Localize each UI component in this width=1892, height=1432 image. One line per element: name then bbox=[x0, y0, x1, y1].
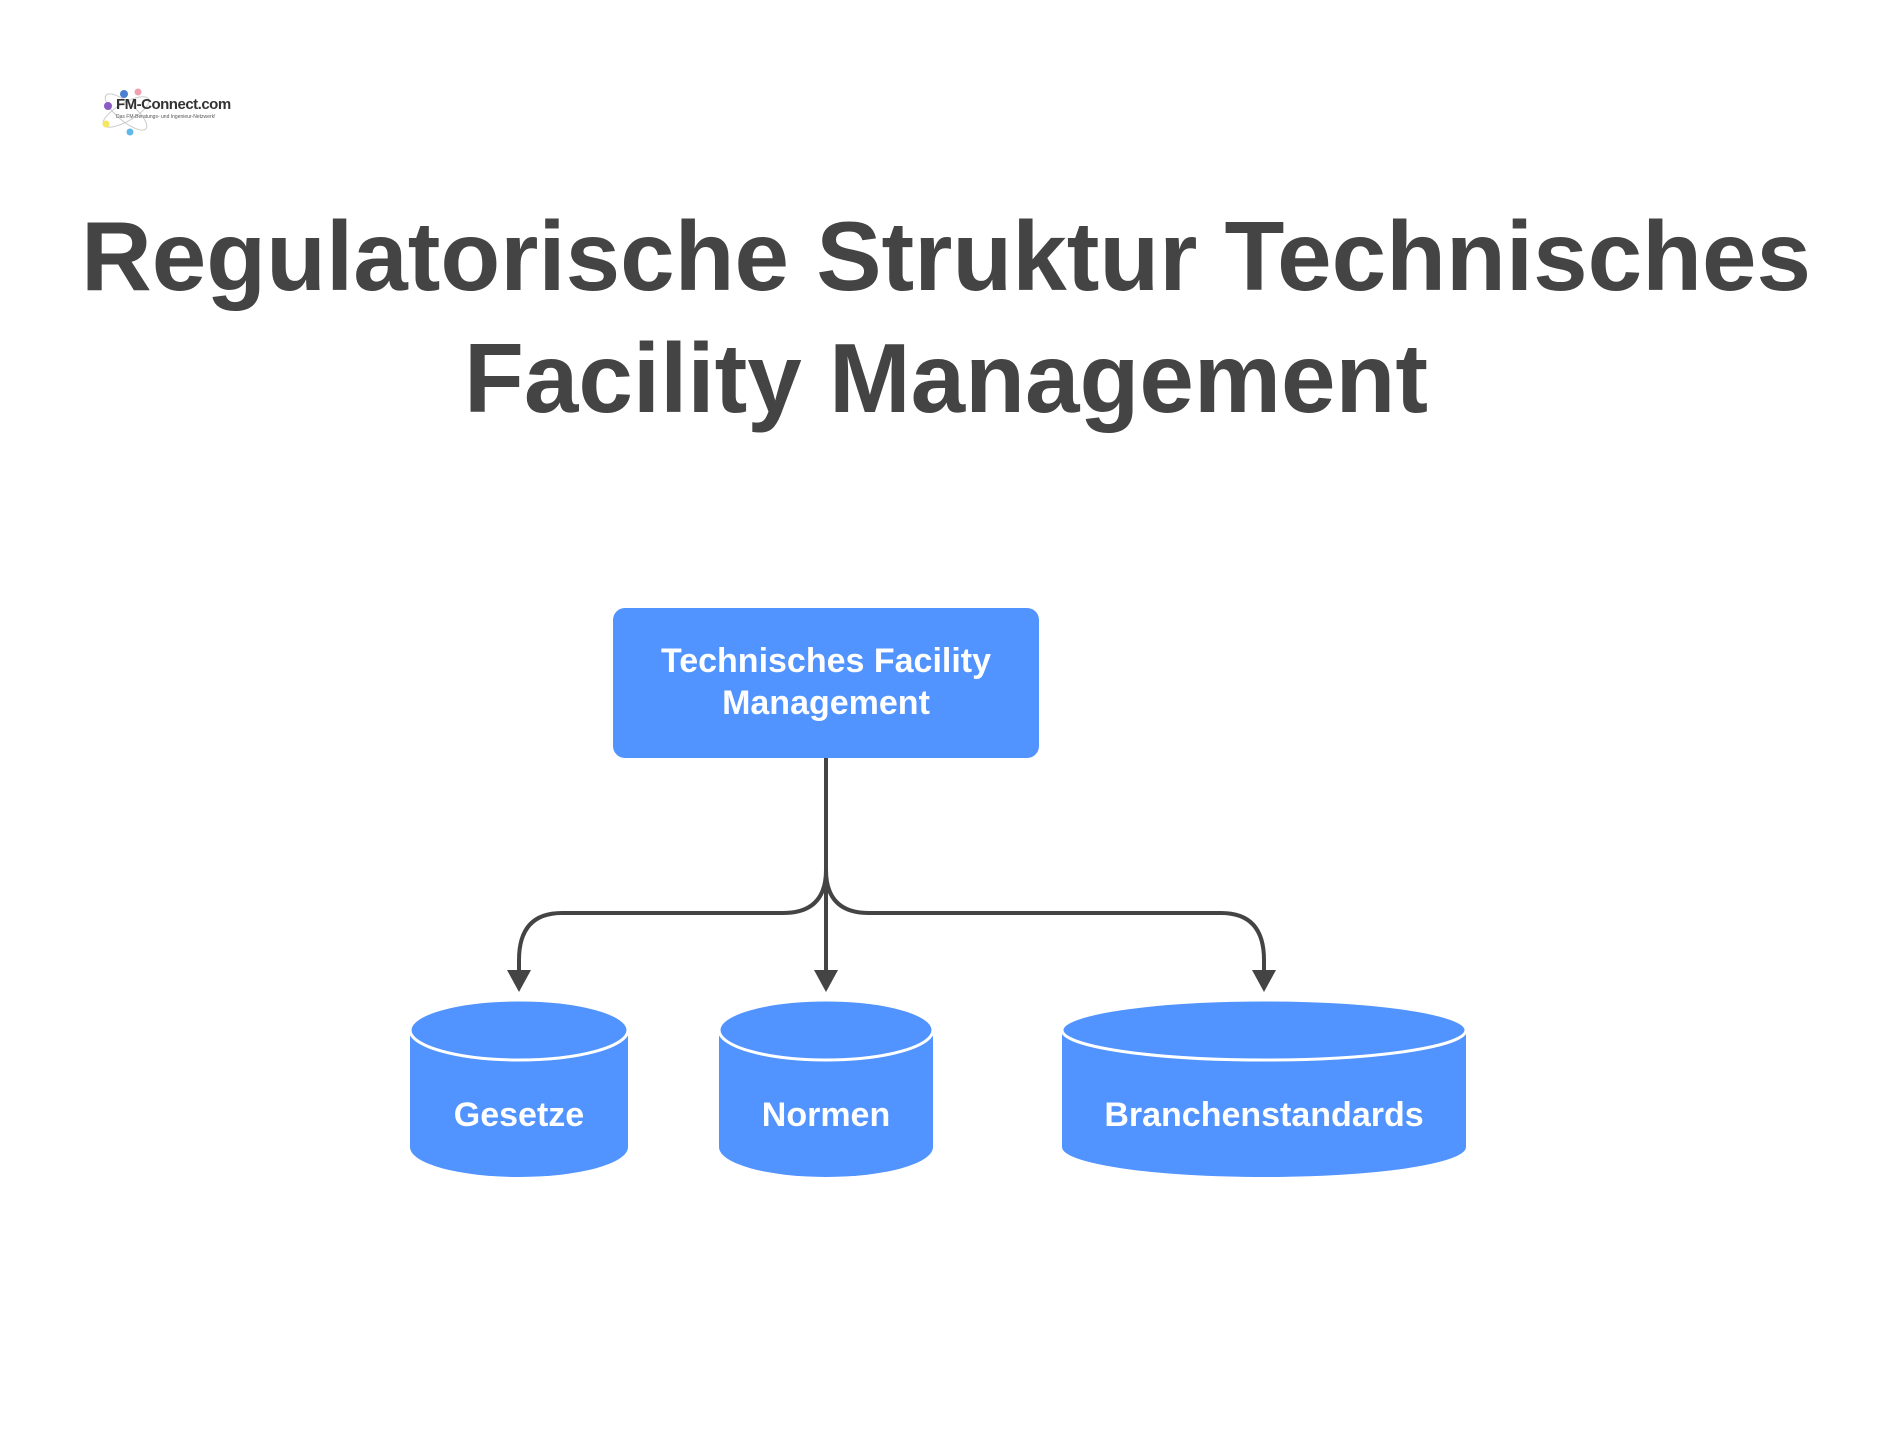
fm-connect-logo: FM-Connect.com Das FM-Beratungs- und Ing… bbox=[98, 82, 231, 140]
root-node-label-line1: Technisches Facility bbox=[661, 642, 991, 680]
cylinder-label: Branchenstandards bbox=[1104, 1096, 1423, 1134]
page-title-line-1: Regulatorische Struktur Technisches bbox=[81, 201, 1811, 311]
cylinder-label: Gesetze bbox=[454, 1096, 584, 1134]
cylinder-normen: Normen bbox=[717, 998, 935, 1177]
atom-logo-icon bbox=[102, 88, 150, 136]
page-title-line-2: Facility Management bbox=[464, 323, 1428, 433]
cylinder-gesetze: Gesetze bbox=[408, 998, 630, 1177]
cylinder-label: Normen bbox=[762, 1096, 890, 1134]
edge-to-gesetze bbox=[517, 869, 828, 975]
arrowhead-branchenstandards-icon bbox=[1252, 970, 1276, 992]
arrowhead-gesetze-icon bbox=[507, 970, 531, 992]
cylinder-branchenstandards: Branchenstandards bbox=[1060, 998, 1468, 1177]
edge-to-branchenstandards bbox=[824, 869, 1266, 975]
logo-tagline: Das FM-Beratungs- und Ingenieur-Netzwerk… bbox=[116, 114, 216, 120]
root-node-label-line2: Management bbox=[722, 684, 930, 722]
root-node: Technisches Facility Management bbox=[613, 608, 1039, 758]
logo-text: FM-Connect.com bbox=[116, 96, 231, 113]
connectors bbox=[517, 758, 1266, 975]
arrowhead-normen-icon bbox=[814, 970, 838, 992]
